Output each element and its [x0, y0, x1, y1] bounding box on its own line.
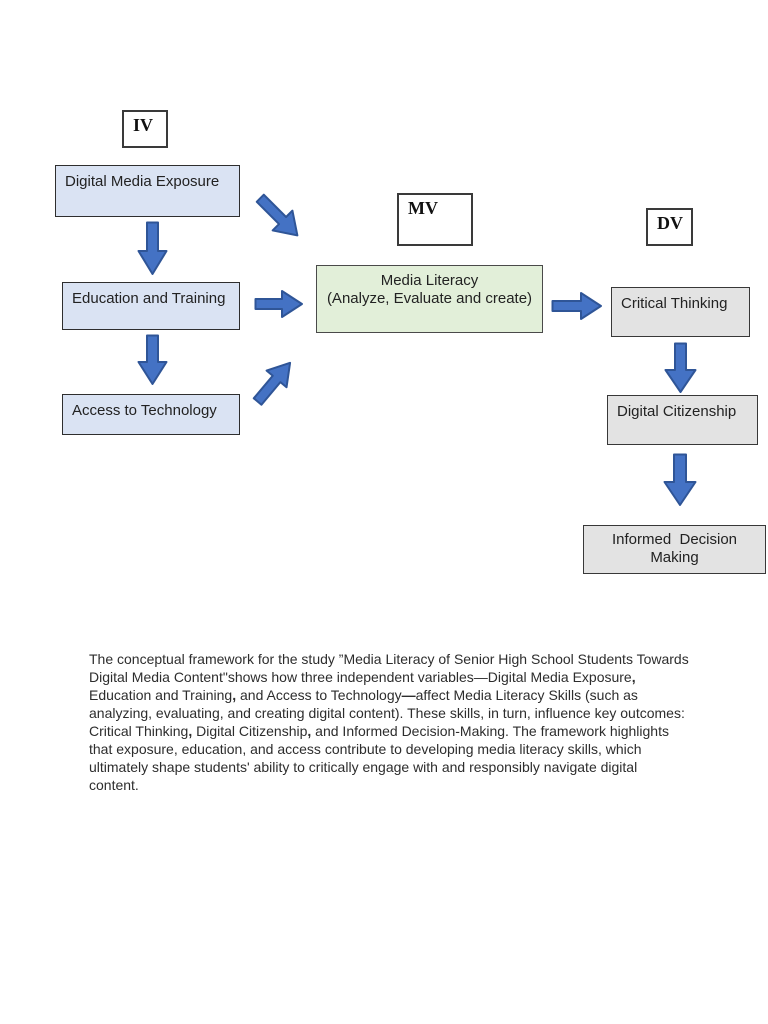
variable-tag-iv: IV	[122, 110, 168, 148]
box-informed-decision-making: Informed Decision Making	[583, 525, 766, 574]
box-access-to-technology: Access to Technology	[62, 394, 240, 435]
arrow-education-to-media-literacy	[254, 290, 303, 318]
arrow-education-to-access	[137, 334, 168, 385]
arrow-dme-to-media-literacy	[255, 193, 299, 237]
arrow-citizenship-to-decision-making	[663, 453, 697, 506]
box-critical-thinking: Critical Thinking	[611, 287, 750, 337]
box-digital-citizenship: Digital Citizenship	[607, 395, 758, 445]
caption-paragraph: The conceptual framework for the study ”…	[89, 651, 689, 793]
arrow-critical-thinking-to-citizenship	[664, 342, 697, 393]
box-education-and-training: Education and Training	[62, 282, 240, 330]
arrow-media-literacy-to-critical-thinking	[551, 292, 602, 320]
box-media-literacy: Media Literacy (Analyze, Evaluate and cr…	[316, 265, 543, 333]
variable-tag-dv: DV	[646, 208, 693, 246]
box-digital-media-exposure: Digital Media Exposure	[55, 165, 240, 217]
arrow-access-to-media-literacy	[252, 361, 292, 406]
arrow-dme-to-education	[137, 221, 168, 275]
variable-tag-mv: MV	[397, 193, 473, 246]
